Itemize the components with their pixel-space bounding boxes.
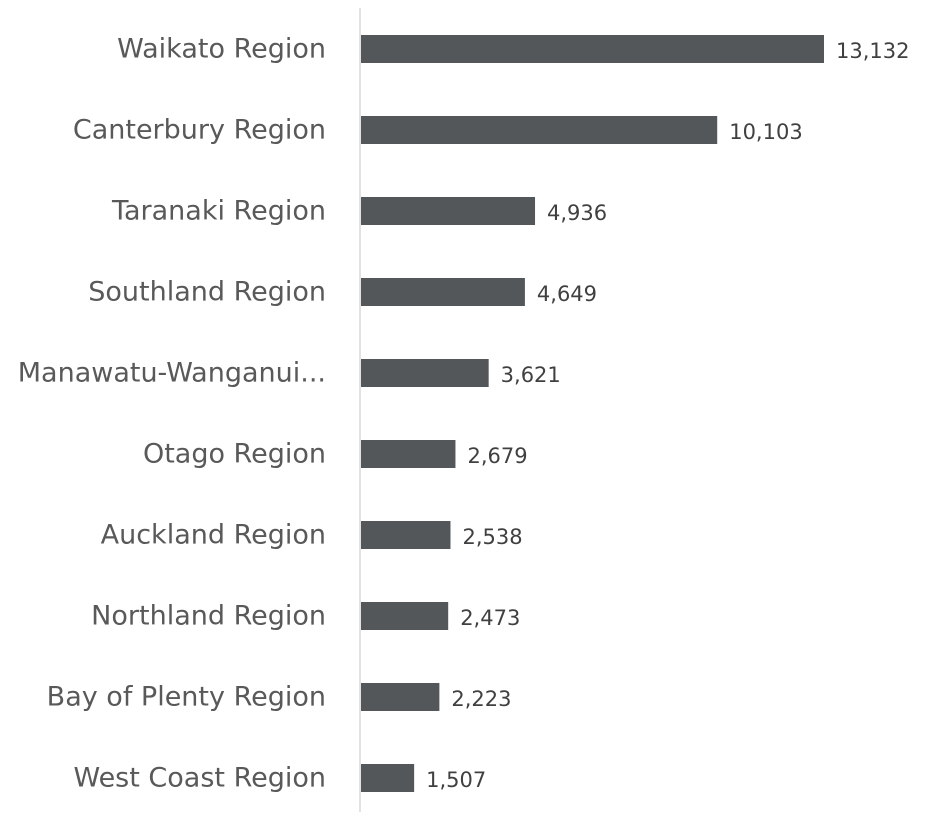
value-label: 2,679 [467, 444, 527, 468]
category-label: Auckland Region [101, 520, 326, 551]
bar [361, 278, 525, 306]
category-label: Taranaki Region [111, 196, 326, 227]
value-label: 2,538 [462, 525, 522, 549]
value-label: 2,223 [451, 687, 511, 711]
value-label: 1,507 [426, 768, 486, 792]
value-label: 4,936 [547, 201, 607, 225]
bar [361, 683, 440, 711]
bar-row: Canterbury Region 10,103 [73, 115, 803, 146]
bar [361, 197, 536, 225]
value-label: 13,132 [836, 39, 909, 63]
bar [361, 764, 415, 792]
bar [361, 440, 456, 468]
bar-row: Taranaki Region 4,936 [111, 196, 607, 227]
bar [361, 521, 451, 549]
value-label: 10,103 [729, 120, 802, 144]
category-label: Otago Region [143, 439, 326, 470]
value-label: 3,621 [501, 363, 561, 387]
category-label: Northland Region [91, 601, 326, 632]
bar [361, 35, 824, 63]
bar-row: Bay of Plenty Region 2,223 [47, 682, 512, 713]
bar-row: Auckland Region 2,538 [101, 520, 523, 551]
bar-row: West Coast Region 1,507 [73, 763, 486, 794]
bar-row: Waikato Region 13,132 [117, 34, 909, 65]
bar [361, 602, 449, 630]
bar-row: Southland Region 4,649 [88, 277, 597, 308]
category-label: Canterbury Region [73, 115, 326, 146]
value-label: 4,649 [537, 282, 597, 306]
category-label: West Coast Region [73, 763, 326, 794]
bar-row: Manawatu-Wanganui... 3,621 [18, 358, 561, 389]
category-label: Southland Region [88, 277, 326, 308]
bar-row: Northland Region 2,473 [91, 601, 520, 632]
category-label: Bay of Plenty Region [47, 682, 326, 713]
bar-row: Otago Region 2,679 [143, 439, 528, 470]
bar [361, 359, 489, 387]
category-label: Manawatu-Wanganui... [18, 358, 326, 389]
bar [361, 116, 718, 144]
category-label: Waikato Region [117, 34, 326, 65]
value-label: 2,473 [460, 606, 520, 630]
